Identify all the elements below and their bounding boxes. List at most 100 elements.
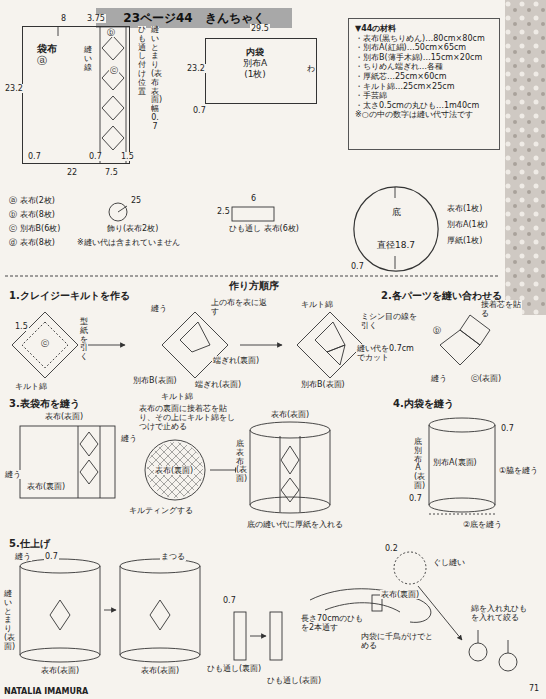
note-label: 別布B(表面) [132,376,178,385]
note-label: 縫いとまり(表布表面)幅0.7 [151,26,159,132]
section-heading: 3.表袋布を縫う [8,398,81,410]
note-label: 表布(表面) [270,410,310,419]
note-label: 縫う [150,304,168,313]
node-text: ・ちりめん端ぎれ…各種 [355,62,443,72]
note-label: 表布の裏面に接着芯を貼り、その上にキルト綿をしつけで止める [138,404,236,432]
note-label: ②底を縫う [462,520,503,529]
note-label: キルト綿 [300,300,334,309]
dimension: 0.7 [500,424,515,433]
dimension: 0.7 [350,262,365,271]
note-label: ⓒ [109,66,119,75]
dimension: 3.75 [86,14,106,23]
note-label: 表布(表面) [40,666,80,675]
note-label: 厚紙(1枚) [446,236,483,245]
note-label: 型紙を引く [80,318,88,362]
dimension: 22 [66,168,78,177]
node-heading: 内袋 [246,47,264,58]
note-label: ⓓ 表布(8枚) [8,238,56,247]
node-text: ・別布A(紅絹)…50cm×65cm [355,43,466,53]
note-label: NATALIA IMAMURA [3,687,89,696]
note-label: 長さ70cmのひもを2本通す [300,614,370,632]
node-text: 直径18.7 [377,240,415,251]
pattern-circle: 底直径18.7 [353,186,439,272]
note-label: 底表布(表面) [236,440,244,484]
pattern-piece: 袋布ⓐ [22,26,130,164]
circle-outline [353,186,439,272]
node-text: ・別布B(薄手木綿)…15cm×20cm [355,53,482,63]
note-label: ひも通し(表面) [266,676,322,685]
note-label: 表布(表面) [140,666,180,675]
note-label: 底の縫い代に厚紙を入れる [246,520,378,529]
note-label: わ [306,64,316,73]
note-label: 表布(裏面) [380,590,420,599]
dimension: 6 [250,194,257,203]
dimension: 0.7 [88,152,103,161]
dimension: 8 [60,14,67,23]
note-label: ひも通し(裏面) [206,664,262,673]
note-label: 接着芯を貼る [480,300,522,318]
node-text: ・厚紙芯…25cm×60cm [355,72,446,82]
section-heading: 5.仕上げ [8,538,51,550]
node-text: (1枚) [244,69,266,80]
note-label: ⓒ 別布B(6枚) [8,224,61,233]
note-label: 綿を入れ丸ひもを入れて絞る [470,604,534,622]
note-label: 表布(1枚) [446,204,483,213]
note-label: ⓑ [106,28,116,37]
dimension: 7.5 [104,168,119,177]
pattern-piece: 内袋別布A(1枚) [205,38,317,104]
node-text: ・手芸綿 [355,91,387,101]
note-label: 縫う [120,434,138,443]
dimension: 1.5 [14,322,29,331]
node-text: ・キルト綿…25cm×25cm [355,82,454,92]
node-text: ※○の中の数字は縫い代寸法です [355,110,473,120]
section-heading: 1.クレイジーキルトを作る [8,290,131,302]
note-label: ⓑ [432,326,442,335]
note-label: ⓒ(表面) [470,374,502,383]
note-label: 別布B(表面) [300,380,346,389]
note-label: 表布(裏面) [154,466,194,475]
note-label: ※縫い代は含まれていません [76,238,181,247]
note-label: 別布A(裏面) [432,458,478,467]
note-label: ⓒ [40,339,50,348]
note-label: 端ぎれ(裏面) [212,356,260,365]
dimension: 0.7 [44,552,59,561]
materials-box: ▼44の材料・表布(黒ちりめん)…80cm×80cm・別布A(紅絹)…50cm×… [348,18,500,150]
note-label: ⓐ 表布(2枚) [8,196,56,205]
note-label: 表布(裏面) [26,482,66,491]
note-label: まつる [160,552,186,561]
node-text: ・表布(黒ちりめん)…80cm×80cm [355,34,485,44]
dimension: 23.2 [186,64,206,73]
dimension: 0.7 [222,596,237,605]
note-label: ひも通し付け位置 [138,26,146,96]
dimension: 2.5 [216,207,231,216]
dimension: 71 [528,684,540,693]
note-label: キルト綿 [160,392,194,401]
note-label: 別布A(1枚) [446,220,489,229]
decor-band [505,0,546,315]
node-heading: 袋布 [37,43,57,55]
note-label: 上の布を表に返す [210,298,274,316]
note-label: ①脇を縫う [498,466,539,475]
dimension: 23.2 [4,84,24,93]
node-text: 別布A [243,58,267,69]
note-label: 縫い代を0.7cmでカット [356,344,420,362]
node-text: ⓐ [37,55,47,67]
dimension: 1.5 [120,152,135,161]
dimension: 0.7 [27,152,42,161]
note-label: 縫う [14,552,32,561]
note-label: 飾り(表布2枚) [106,224,159,233]
section-heading: 作り方順序 [228,280,280,292]
node-heading: 底 [392,207,401,218]
node-text: ・太さ0.5cmの丸ひも…1m40cm [355,101,479,111]
note-label: 内袋に千鳥がけでとめる [360,632,436,650]
note-label: ミシン目の線を引く [360,312,418,330]
section-heading: 4.内袋を縫う [392,398,455,410]
note-label: 表布(表面) [44,412,84,421]
note-label: 端ぎれ(表面) [194,380,242,389]
node-heading: ▼44の材料 [355,24,396,34]
note-label: キルト綿 [14,382,48,391]
note-label: ⓑ 表布(8枚) [8,210,56,219]
dimension: 0.7 [408,494,423,503]
note-label: 底 別布A(表面) [414,438,422,491]
note-label: 縫いとまり(表面) [4,590,12,652]
